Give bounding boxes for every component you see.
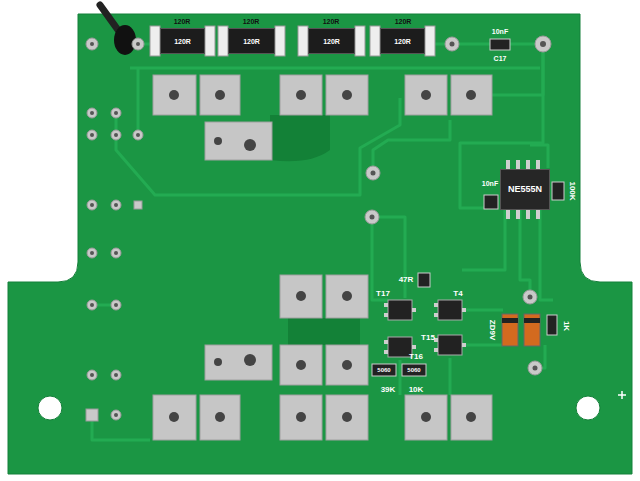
silkscreen-label: 120R [395,18,412,25]
silkscreen-label: 120R [174,18,191,25]
capacitor-symbol [484,195,498,209]
silkscreen-label: T17 [376,290,390,298]
silkscreen-label: 100K [568,181,576,200]
capacitor-symbol [490,39,510,50]
copper-pour [288,318,360,345]
silkscreen-label: T16 [409,353,423,361]
wire-joint [114,25,136,55]
resistor-symbol [372,364,426,376]
silkscreen-label: 47R [399,276,414,284]
transistor-symbols [384,300,466,357]
silkscreen-label: T4 [453,290,462,298]
power-pads [153,75,492,440]
resistor-symbol [552,182,564,200]
resistor-body: 120R [308,28,355,54]
resistor-value: 120R [323,38,340,45]
origin-mark [618,391,626,399]
resistor-body: 120R [380,28,425,54]
resistor-body: 120R [228,28,275,54]
resistor-value: 120R [243,38,260,45]
silkscreen-label: 5060 [377,367,390,373]
silkscreen-label: 120R [323,18,340,25]
copper-traces [92,44,553,440]
copper-pour [270,115,330,161]
resistor-value: 120R [394,38,411,45]
diode-symbols [502,314,557,346]
ic-marking: NE555N [508,185,542,194]
silkscreen-label: 10nF [482,180,498,187]
silkscreen-label: 10nF [492,28,508,35]
resistor-symbol [418,273,430,287]
mounting-holes [38,396,600,420]
silkscreen-label: 120R [243,18,260,25]
wire-lead [100,5,118,30]
pad-holes [169,90,476,422]
resistor-body: 120R [160,28,205,54]
board-outline [8,14,632,474]
silkscreen-label: 5060 [407,367,420,373]
resistor-caps [150,26,435,56]
silkscreen-label: 39K [381,386,396,394]
silkscreen-label: C17 [494,55,507,62]
resistor-value: 120R [174,38,191,45]
silkscreen-label: 1K [562,321,570,331]
silkscreen-label: ZD9V [488,320,496,340]
ic-package: NE555N [500,169,550,210]
round-pads [86,36,551,421]
silkscreen-label: 10K [409,386,424,394]
silkscreen-label: T15 [421,334,435,342]
